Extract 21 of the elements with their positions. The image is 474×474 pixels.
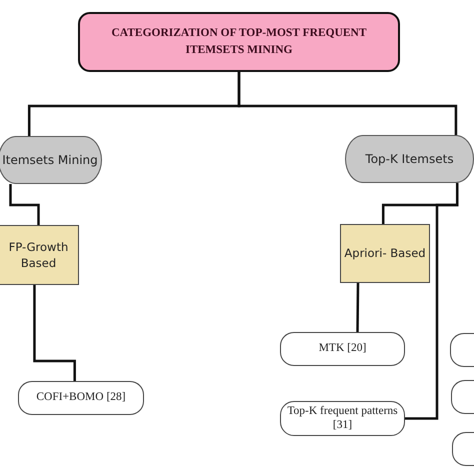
algorithm-box — [18, 381, 144, 415]
algorithm-box — [280, 332, 405, 366]
node-label: Apriori- Based — [344, 245, 426, 262]
node-label: COFI+BOMO [28] — [36, 391, 126, 405]
connector-line — [238, 72, 458, 135]
connector-line — [405, 183, 458, 420]
method-box — [340, 224, 430, 283]
connector-line — [356, 282, 360, 332]
title-box — [78, 12, 400, 72]
method-box — [0, 225, 79, 285]
category-box — [0, 136, 102, 184]
algorithm-box — [280, 401, 405, 436]
node-label: MTK [20] — [318, 342, 366, 356]
title-text: CATEGORIZATION OF TOP-MOST FREQUENT ITEMSETS MINING — [110, 26, 368, 58]
connector-line — [9, 184, 40, 225]
connector-line — [33, 285, 76, 381]
node-label: Itemsets Mining — [2, 153, 98, 167]
node-label: Top-K frequent patterns [31] — [286, 404, 399, 432]
category-box — [345, 135, 474, 183]
node-label: Top-K Itemsets — [365, 152, 454, 166]
node-label: FP-Growth Based — [8, 238, 70, 272]
